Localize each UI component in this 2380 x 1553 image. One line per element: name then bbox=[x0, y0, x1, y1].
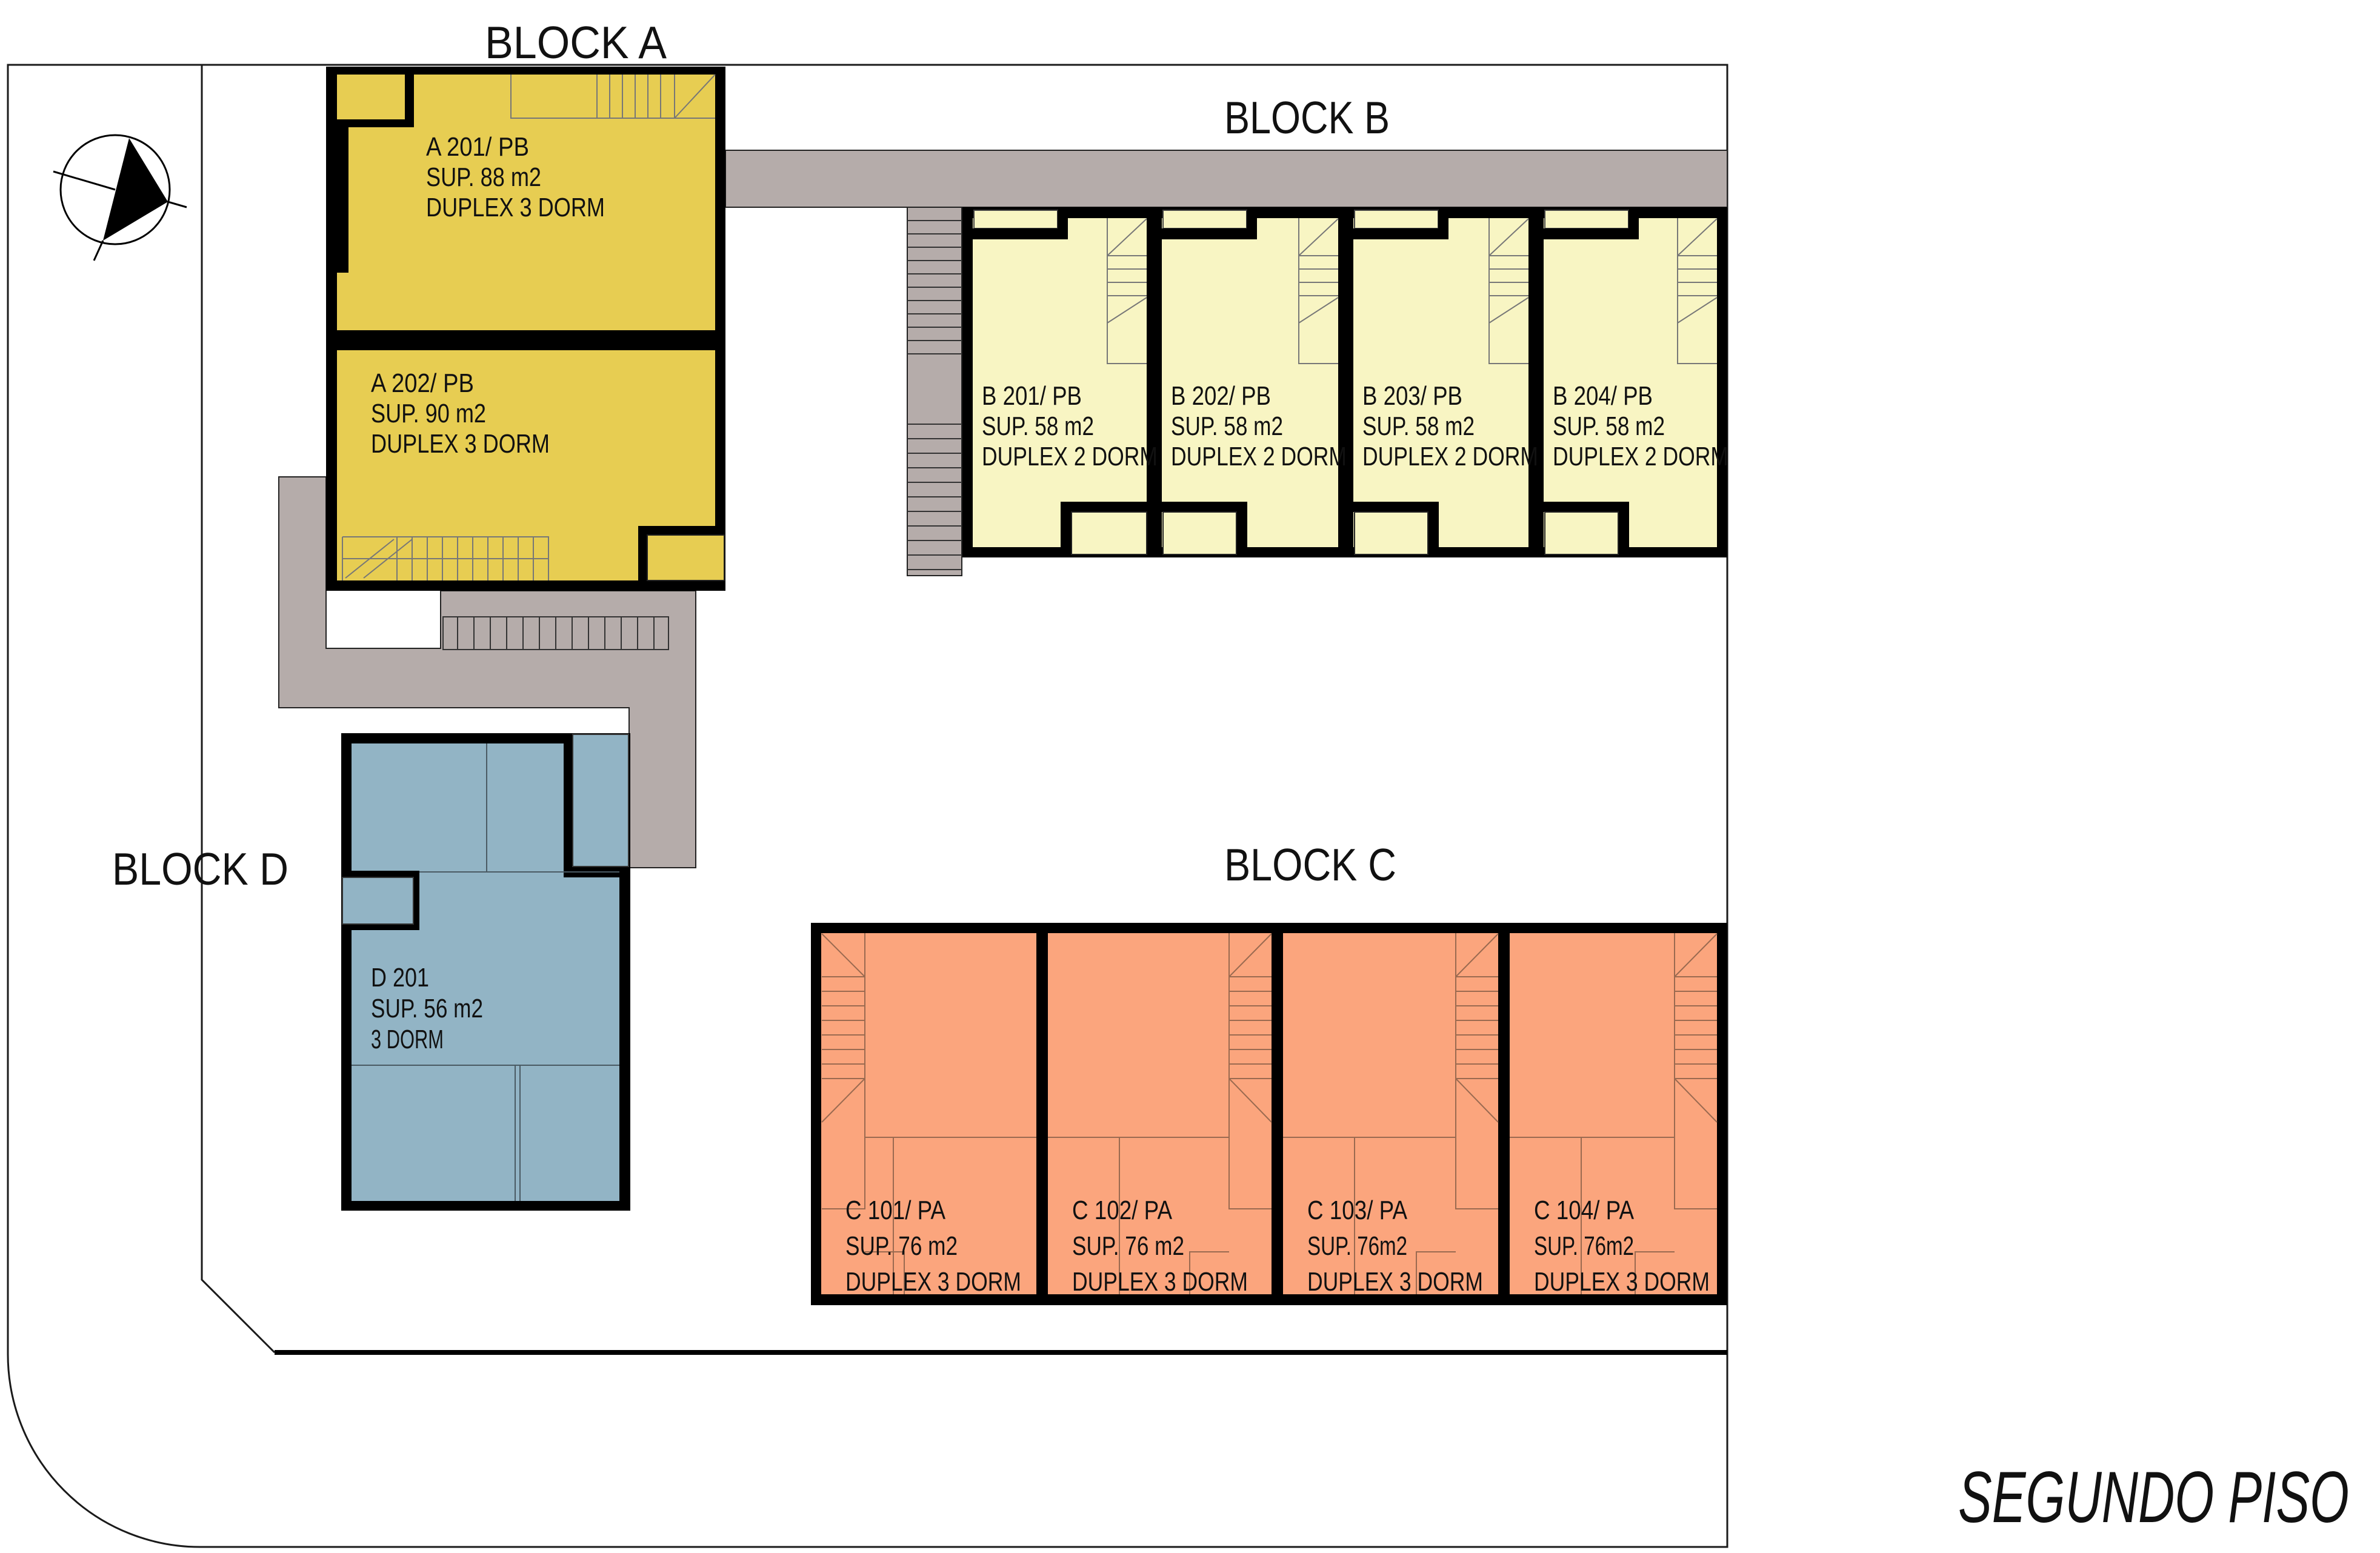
unit-b204-type: DUPLEX 2 DORM bbox=[1553, 442, 1728, 471]
corridor-stair bbox=[442, 616, 669, 650]
unit-b202-sup: SUP. 58 m2 bbox=[1171, 411, 1283, 441]
unit-b202-label: B 202/ PB SUP. 58 m2 DUPLEX 2 DORM bbox=[1171, 381, 1347, 471]
block-c-title: BLOCK C bbox=[1224, 839, 1396, 890]
north-arrow-icon bbox=[53, 134, 187, 261]
unit-b201-type: DUPLEX 2 DORM bbox=[982, 442, 1158, 471]
block-c-building: C 101/ PA SUP. 76 m2 DUPLEX 3 DORM C 102… bbox=[811, 923, 1727, 1305]
unit-a201-stair bbox=[510, 74, 716, 119]
unit-a202-stair bbox=[342, 536, 549, 580]
unit-b202-type: DUPLEX 2 DORM bbox=[1171, 442, 1347, 471]
unit-a201-type: DUPLEX 3 DORM bbox=[426, 193, 605, 222]
unit-c104-label: C 104/ PA SUP. 76m2 DUPLEX 3 DORM bbox=[1534, 1196, 1710, 1297]
unit-b204 bbox=[1544, 210, 1718, 555]
unit-b201-id: B 201/ PB bbox=[982, 381, 1082, 411]
unit-c104-id: C 104/ PA bbox=[1534, 1196, 1635, 1225]
unit-c103-id: C 103/ PA bbox=[1307, 1196, 1408, 1225]
unit-a202-type: DUPLEX 3 DORM bbox=[371, 429, 550, 459]
unit-c104-sup: SUP. 76m2 bbox=[1534, 1231, 1634, 1261]
unit-b201 bbox=[973, 210, 1147, 555]
unit-d201-label: D 201 SUP. 56 m2 3 DORM bbox=[371, 963, 483, 1054]
unit-d201-type: 3 DORM bbox=[371, 1025, 444, 1054]
unit-a201-id: A 201/ PB bbox=[426, 132, 529, 162]
unit-b201-sup: SUP. 58 m2 bbox=[982, 411, 1094, 441]
unit-c102-sup: SUP. 76 m2 bbox=[1072, 1231, 1184, 1261]
unit-b204-id: B 204/ PB bbox=[1553, 381, 1653, 411]
unit-a202-label: A 202/ PB SUP. 90 m2 DUPLEX 3 DORM bbox=[371, 368, 550, 459]
unit-c102-label: C 102/ PA SUP. 76 m2 DUPLEX 3 DORM bbox=[1072, 1196, 1248, 1297]
unit-d201-partitions bbox=[352, 743, 619, 1201]
unit-b203-sup: SUP. 58 m2 bbox=[1362, 411, 1475, 441]
unit-b203-id: B 203/ PB bbox=[1362, 381, 1462, 411]
unit-c101-type: DUPLEX 3 DORM bbox=[845, 1267, 1021, 1297]
unit-a202-sup: SUP. 90 m2 bbox=[371, 399, 486, 428]
unit-c104-type: DUPLEX 3 DORM bbox=[1534, 1267, 1710, 1297]
unit-d201-id: D 201 bbox=[371, 963, 429, 993]
site-boundary bbox=[7, 64, 1728, 1548]
block-d-title: BLOCK D bbox=[112, 843, 288, 894]
unit-b201-label: B 201/ PB SUP. 58 m2 DUPLEX 2 DORM bbox=[982, 381, 1158, 471]
unit-c103-sup: SUP. 76m2 bbox=[1307, 1231, 1407, 1261]
unit-b203 bbox=[1353, 210, 1529, 555]
unit-c102-partitions bbox=[1048, 933, 1272, 1294]
unit-c104-partitions bbox=[1510, 933, 1718, 1294]
block-d-building: D 201 SUP. 56 m2 3 DORM bbox=[341, 733, 630, 1211]
unit-b202-id: B 202/ PB bbox=[1171, 381, 1271, 411]
unit-c103-label: C 103/ PA SUP. 76m2 DUPLEX 3 DORM bbox=[1307, 1196, 1483, 1297]
unit-c101-label: C 101/ PA SUP. 76 m2 DUPLEX 3 DORM bbox=[845, 1196, 1021, 1297]
unit-a202-id: A 202/ PB bbox=[371, 368, 474, 398]
unit-c103-partitions bbox=[1283, 933, 1499, 1294]
corridor-stair-strip bbox=[907, 207, 962, 576]
unit-c102-type: DUPLEX 3 DORM bbox=[1072, 1267, 1248, 1297]
unit-b204-sup: SUP. 58 m2 bbox=[1553, 411, 1665, 441]
unit-c103-type: DUPLEX 3 DORM bbox=[1307, 1267, 1483, 1297]
unit-c101-partitions bbox=[821, 933, 1036, 1294]
unit-b203-label: B 203/ PB SUP. 58 m2 DUPLEX 2 DORM bbox=[1362, 381, 1538, 471]
unit-c101-sup: SUP. 76 m2 bbox=[845, 1231, 958, 1261]
unit-a201-sup: SUP. 88 m2 bbox=[426, 162, 541, 192]
site-inner-line bbox=[201, 65, 276, 1354]
block-a-title: BLOCK A bbox=[485, 17, 667, 68]
unit-b204-label: B 204/ PB SUP. 58 m2 DUPLEX 2 DORM bbox=[1553, 381, 1728, 471]
unit-b202 bbox=[1162, 210, 1339, 555]
unit-b203-type: DUPLEX 2 DORM bbox=[1362, 442, 1538, 471]
site-boundary-outline bbox=[7, 64, 1728, 1548]
block-a-building: A 201/ PB SUP. 88 m2 DUPLEX 3 DORM A 202… bbox=[326, 67, 725, 591]
unit-a201-label: A 201/ PB SUP. 88 m2 DUPLEX 3 DORM bbox=[426, 132, 605, 222]
floor-label: SEGUNDO PISO bbox=[1958, 1457, 2349, 1538]
block-b-building: B 201/ PB SUP. 58 m2 DUPLEX 2 DORM B 202… bbox=[962, 207, 1728, 557]
block-a-interior bbox=[337, 75, 715, 580]
block-b-title: BLOCK B bbox=[1224, 92, 1390, 143]
unit-c102-id: C 102/ PA bbox=[1072, 1196, 1173, 1225]
unit-c101-id: C 101/ PA bbox=[845, 1196, 946, 1225]
corridor-north bbox=[725, 150, 1728, 576]
unit-d201-sup: SUP. 56 m2 bbox=[371, 994, 483, 1023]
